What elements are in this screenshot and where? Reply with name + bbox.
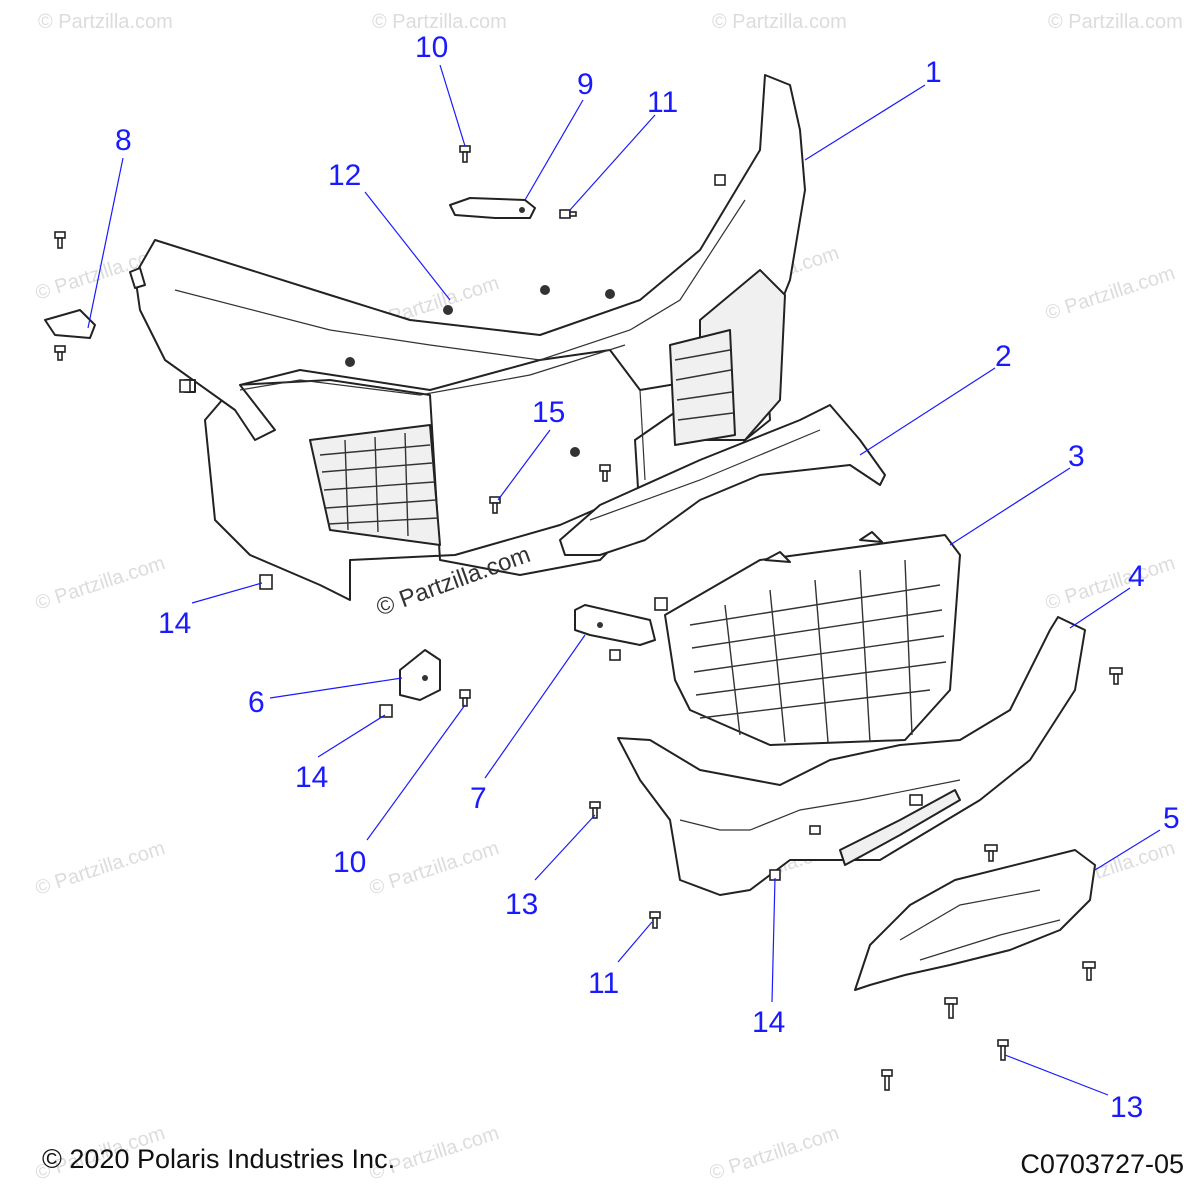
- lower-guard-shape: [854, 849, 1096, 991]
- bracket-shape: [399, 649, 441, 701]
- watermark: © Partzilla.com: [33, 552, 168, 615]
- callout-labels: 1 2 3 4 5 6 7 8 9 10 10 11 11 12 13 13 1…: [115, 31, 1180, 1124]
- part-3-grille-insert[interactable]: [664, 531, 961, 746]
- nut-7[interactable]: [609, 649, 621, 661]
- callout-10-top[interactable]: 10: [415, 31, 448, 64]
- callout-11-top[interactable]: 11: [647, 86, 678, 119]
- clip-fascia[interactable]: [909, 794, 923, 806]
- callout-4[interactable]: 4: [1128, 560, 1145, 593]
- part-4-lower-fascia[interactable]: [617, 616, 1086, 896]
- watermark-layer: © Partzilla.com © Partzilla.com © Partzi…: [33, 11, 1183, 1185]
- rivet-13-mid[interactable]: [589, 801, 601, 819]
- fasteners: [54, 145, 1123, 1091]
- watermark: © Partzilla.com: [1043, 262, 1178, 325]
- clip-fascia[interactable]: [809, 825, 821, 835]
- grille-clip: [764, 551, 791, 563]
- bolt-10-lower[interactable]: [459, 689, 471, 707]
- callout-15[interactable]: 15: [532, 396, 565, 429]
- clip-14-lower[interactable]: [379, 704, 393, 718]
- callout-11-lower[interactable]: 11: [588, 967, 619, 1000]
- rivet-5[interactable]: [944, 997, 958, 1019]
- watermark: © Partzilla.com: [33, 837, 168, 900]
- plate-shape: [449, 197, 536, 219]
- part-9-plate[interactable]: [449, 197, 536, 219]
- callout-3[interactable]: 3: [1068, 440, 1085, 473]
- watermark: © Partzilla.com: [1043, 552, 1178, 615]
- callout-14-left[interactable]: 14: [158, 607, 191, 640]
- callout-2[interactable]: 2: [995, 340, 1012, 373]
- watermark: © Partzilla.com: [367, 837, 502, 900]
- rivet-5-top[interactable]: [984, 844, 998, 862]
- clip-14-left[interactable]: [259, 574, 273, 590]
- grille-insert-frame: [664, 534, 961, 746]
- mount-hole: [570, 447, 580, 457]
- callout-14-right[interactable]: 14: [752, 1006, 785, 1039]
- mount-hole: [345, 357, 355, 367]
- part-7-bracket[interactable]: [574, 604, 656, 646]
- callout-10-lower[interactable]: 10: [333, 846, 366, 879]
- bolt-8-top[interactable]: [54, 231, 66, 249]
- callout-5[interactable]: 5: [1163, 802, 1180, 835]
- watermark: © Partzilla.com: [372, 11, 507, 33]
- callout-13-mid[interactable]: 13: [505, 888, 538, 921]
- right-grille: [669, 329, 736, 446]
- part-8-bracket[interactable]: [44, 309, 96, 339]
- lower-fascia-edge: [679, 779, 961, 831]
- bolt-10-top[interactable]: [459, 145, 471, 163]
- grille-insert-mesh: [689, 559, 947, 743]
- rivet-5[interactable]: [1082, 961, 1096, 981]
- part-5-lower-guard[interactable]: [854, 849, 1096, 991]
- watermark: © Partzilla.com: [1048, 11, 1183, 33]
- push-rivet[interactable]: [599, 464, 611, 482]
- frame-end-cap: [129, 267, 146, 289]
- frame-crossbar: [239, 344, 626, 396]
- mount-hole: [443, 305, 453, 315]
- clip-3-top[interactable]: [654, 597, 668, 611]
- watermark: © Partzilla.com: [707, 1122, 842, 1185]
- callout-7[interactable]: 7: [470, 782, 487, 815]
- callout-6[interactable]: 6: [248, 686, 265, 719]
- lower-fascia-shape: [617, 616, 1086, 896]
- watermark: © Partzilla.com: [38, 11, 173, 33]
- trim-panel-shape: [559, 404, 886, 556]
- bolt-8-bottom[interactable]: [54, 345, 66, 361]
- trim-panel-edge: [589, 429, 821, 521]
- frame-strut: [639, 389, 646, 481]
- rivet-4[interactable]: [1109, 667, 1123, 685]
- mount-hole: [605, 289, 615, 299]
- part-1-front-frame[interactable]: [129, 74, 806, 601]
- lower-fascia-rail: [839, 789, 961, 866]
- callout-14-lower[interactable]: 14: [295, 761, 328, 794]
- diagram-code: C0703727-05: [1020, 1149, 1184, 1179]
- callout-12[interactable]: 12: [328, 159, 361, 192]
- frame-inner-edge: [174, 199, 746, 361]
- part-6-bracket[interactable]: [399, 649, 441, 701]
- mount-hole: [540, 285, 550, 295]
- rivet-5[interactable]: [881, 1069, 893, 1091]
- clip-upper-frame[interactable]: [714, 174, 726, 186]
- callout-9[interactable]: 9: [577, 68, 594, 101]
- copyright-notice: © 2020 Polaris Industries Inc.: [42, 1144, 396, 1174]
- push-rivet-15[interactable]: [489, 496, 501, 514]
- watermark: © Partzilla.com: [712, 11, 847, 33]
- bracket-shape: [574, 604, 656, 646]
- leader-lines: [87, 64, 1161, 1096]
- left-grille: [309, 424, 441, 546]
- screw-11-lower[interactable]: [649, 911, 661, 929]
- callout-13-bottom[interactable]: 13: [1110, 1091, 1143, 1124]
- part-2-trim-panel[interactable]: [559, 404, 886, 556]
- clip-small[interactable]: [179, 379, 191, 393]
- grille-clip: [859, 531, 883, 543]
- screw-11-top[interactable]: [559, 209, 577, 219]
- bracket-shape: [44, 309, 96, 339]
- callout-8[interactable]: 8: [115, 124, 132, 157]
- callout-1[interactable]: 1: [925, 56, 942, 89]
- rivet-13-bottom[interactable]: [997, 1039, 1009, 1061]
- lower-guard-ribs: [899, 889, 1061, 961]
